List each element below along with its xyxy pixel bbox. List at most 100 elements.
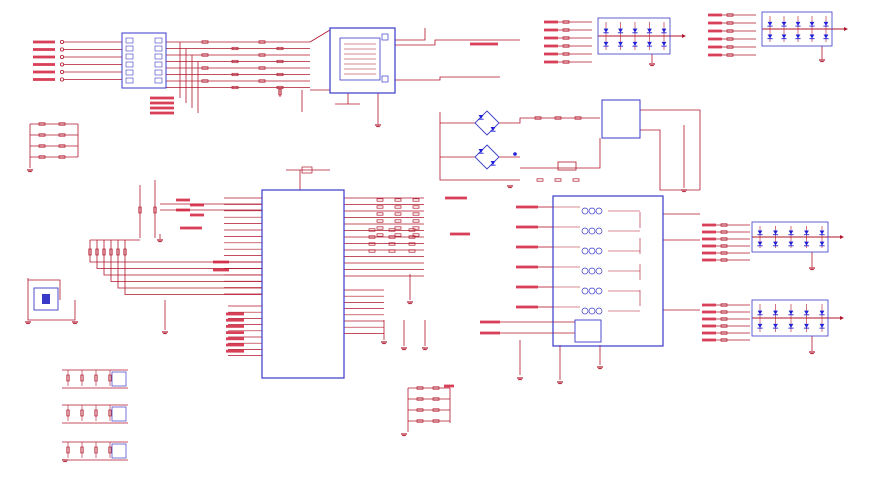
tvs-diode — [478, 115, 484, 119]
resistor — [394, 219, 402, 223]
resistor — [94, 374, 98, 382]
tvs-diode — [781, 21, 787, 26]
tvs-diode — [788, 241, 794, 246]
resistor — [58, 133, 66, 137]
junction — [513, 152, 517, 156]
net-label — [702, 251, 716, 255]
resistor — [536, 178, 544, 182]
pin-marker — [60, 77, 65, 82]
resistor — [408, 242, 416, 246]
resistor — [726, 53, 734, 57]
net-label — [702, 331, 716, 335]
tvs-diode — [490, 161, 496, 165]
resistor — [412, 198, 420, 202]
wire — [27, 284, 76, 321]
pin-marker — [60, 55, 65, 60]
tvs-diode — [773, 241, 778, 246]
resistor — [408, 235, 416, 239]
arrow — [844, 27, 848, 31]
resistor-network — [111, 443, 127, 459]
resistor — [416, 397, 424, 401]
resistor — [726, 21, 734, 25]
resistor — [562, 20, 570, 24]
resistor — [720, 338, 728, 342]
resistor — [258, 53, 266, 57]
transformer-coil — [581, 267, 589, 275]
net-label — [226, 337, 244, 341]
buffer-ic-cell — [125, 53, 134, 60]
resistor — [562, 44, 570, 48]
net-label — [470, 42, 498, 46]
tvs-diode — [809, 34, 815, 39]
tvs-diode — [773, 230, 778, 235]
buffer-ic-cell — [154, 69, 163, 76]
tvs-diode — [819, 310, 825, 315]
net-label — [226, 343, 244, 347]
resistor — [231, 46, 239, 51]
net-label — [708, 53, 722, 57]
net-label — [180, 226, 202, 230]
resistor — [58, 144, 66, 148]
resistor — [278, 88, 282, 96]
wire — [89, 240, 262, 263]
resistor — [432, 386, 440, 390]
wire — [520, 138, 601, 169]
resistor — [201, 79, 209, 83]
wire — [124, 240, 262, 295]
resistor — [201, 66, 209, 70]
tvs-diode — [804, 310, 809, 315]
resistor — [412, 219, 420, 223]
tvs-diode — [618, 28, 623, 33]
resistor — [376, 226, 384, 230]
tvs-diode — [757, 310, 763, 315]
tvs-diode — [618, 41, 623, 46]
buffer-ic-cell — [154, 37, 163, 44]
pin-marker — [60, 40, 65, 45]
transformer-coil — [588, 227, 596, 235]
tvs-diode — [773, 310, 778, 315]
net-label — [702, 310, 716, 314]
transformer-coil — [581, 207, 589, 215]
wire — [395, 39, 520, 46]
regulator-ic — [601, 99, 641, 139]
net-label — [33, 70, 55, 74]
buffer-ic-cell — [154, 77, 163, 84]
tvs-diode — [823, 34, 829, 39]
resistor — [66, 446, 70, 454]
net-label — [708, 13, 722, 17]
wire — [395, 76, 500, 81]
resistor — [720, 251, 728, 255]
tvs-diode — [819, 241, 825, 246]
net-label — [544, 52, 558, 56]
resistor — [720, 244, 728, 248]
net-label — [213, 268, 229, 272]
net-label — [702, 324, 716, 328]
tvs-diode — [661, 41, 667, 46]
net-label — [176, 198, 190, 202]
tvs-diode — [795, 21, 801, 26]
net-label — [150, 101, 174, 105]
resistor — [720, 237, 728, 241]
resistor — [432, 419, 440, 423]
wire — [640, 109, 701, 190]
buffer-ic-cell — [154, 45, 163, 52]
net-label — [516, 205, 538, 209]
resistor — [554, 178, 562, 182]
buffer-ic-cell — [125, 37, 134, 44]
tvs-diode — [788, 230, 794, 235]
net-label — [544, 28, 558, 32]
component-layer — [33, 11, 833, 459]
tvs-diode-array — [597, 17, 671, 55]
tvs-diode — [603, 41, 609, 46]
net-label — [226, 349, 244, 353]
wire — [103, 240, 262, 276]
resistor — [394, 198, 402, 202]
pin-marker — [60, 47, 65, 52]
net-label — [480, 331, 500, 335]
tvs-diode — [757, 230, 763, 235]
net-label — [702, 244, 716, 248]
resistor — [80, 409, 84, 417]
net-label — [544, 20, 558, 24]
resistor — [38, 155, 46, 159]
